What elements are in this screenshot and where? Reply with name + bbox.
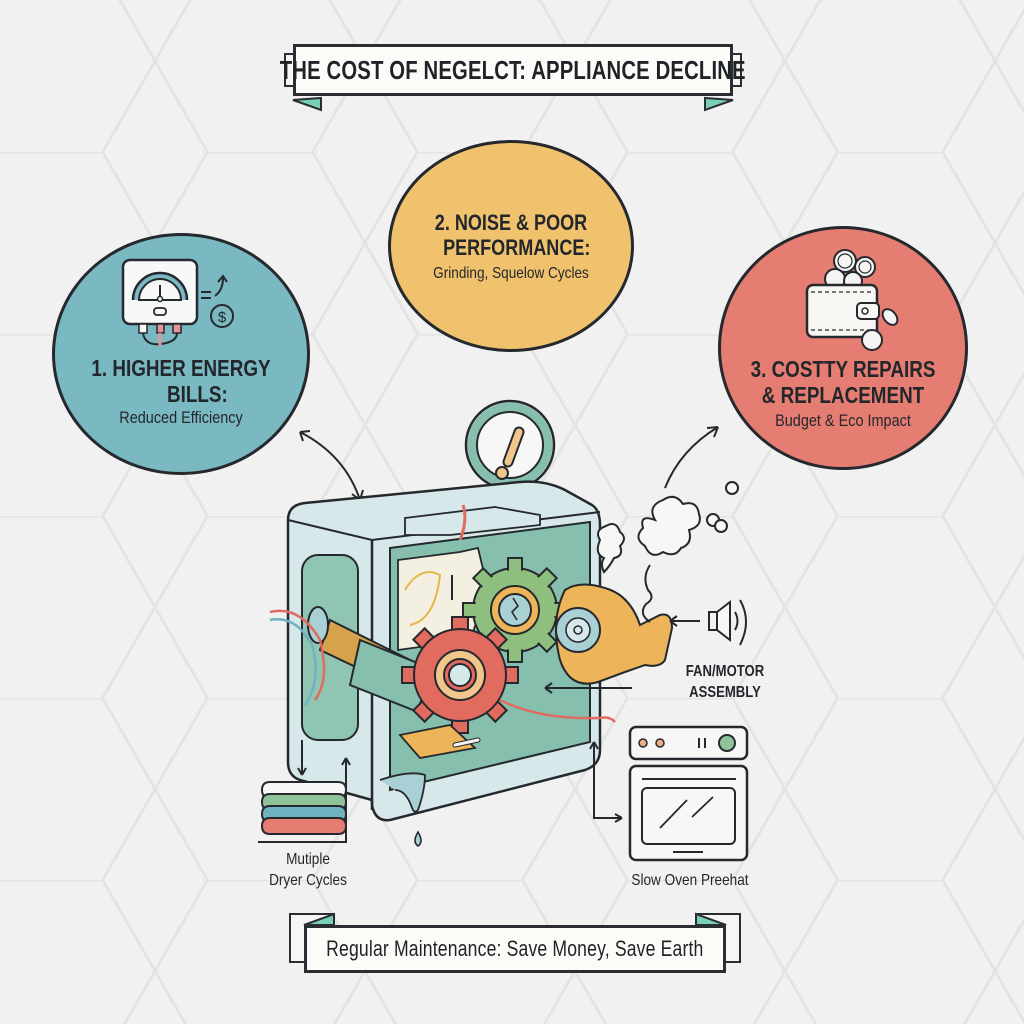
dryer-cycles-label: Mutiple Dryer Cycles <box>260 850 355 892</box>
exclamation-warning-icon <box>464 399 556 491</box>
point-1-subtitle: Reduced Efficiency <box>119 408 243 427</box>
point-3-costly-repairs: 3. COSTTY REPAIRS & REPLACEMENT Budget &… <box>718 226 968 470</box>
point-3-subtitle: Budget & Eco Impact <box>775 411 911 430</box>
arrow-to-point-3 <box>664 426 719 489</box>
footer-tagline: Regular Maintenance: Save Money, Save Ea… <box>326 936 704 961</box>
point-3-title-line1: 3. COSTTY REPAIRS <box>750 356 936 382</box>
oven-preheat-label: Slow Oven Preehat <box>631 872 749 889</box>
point-2-title-line1: 2. NOISE & POOR <box>434 210 588 235</box>
oven-connector-lines <box>589 741 623 823</box>
title-banner: THE COST OF NEGELCT: APPLIANCE DECLINE <box>280 44 746 96</box>
oven-icon <box>628 725 749 862</box>
smoke-puff-icon <box>596 481 739 623</box>
dryer-label-line2: Dryer Cycles <box>269 871 347 889</box>
page-title: THE COST OF NEGELCT: APPLIANCE DECLINE <box>279 54 747 85</box>
energy-meter-icon: $ <box>121 258 234 346</box>
dryer-connector-lines <box>258 740 351 843</box>
fan-motor-label-line2: ASSEMBLY <box>689 683 761 701</box>
point-1-title: 1. HIGHER ENERGY BILLS: <box>86 355 276 408</box>
point-1-title-line2: BILLS: <box>167 380 228 407</box>
arrow-to-point-1 <box>299 430 364 501</box>
speaker-sound-icon <box>708 599 747 646</box>
dryer-label-line1: Mutiple <box>286 851 330 868</box>
point-1-higher-energy-bills: $ 1. HIGHER ENERGY BILLS: Reduced Effici… <box>52 233 310 475</box>
point-3-title: 3. COSTTY REPAIRS & REPLACEMENT <box>750 356 937 409</box>
point-2-subtitle: Grinding, Squelow Cycles <box>433 265 589 282</box>
wallet-coins-icon <box>805 249 899 351</box>
point-2-title-line2: PERFORMANCE: <box>443 234 591 260</box>
point-2-title: 2. NOISE & POOR PERFORMANCE: <box>418 210 605 260</box>
svg-text:$: $ <box>218 309 227 326</box>
footer-banner: Regular Maintenance: Save Money, Save Ea… <box>304 925 726 973</box>
point-3-title-line2: & REPLACEMENT <box>761 381 925 408</box>
fan-motor-label-line1: FAN/MOTOR <box>685 663 765 680</box>
fan-motor-label: FAN/MOTOR ASSEMBLY <box>684 662 766 704</box>
point-1-title-line1: 1. HIGHER ENERGY <box>91 355 271 381</box>
arrow-to-motor <box>544 615 700 694</box>
point-2-noise-poor-performance: 2. NOISE & POOR PERFORMANCE: Grinding, S… <box>388 140 634 352</box>
broken-appliance-cutaway <box>269 480 674 847</box>
stacked-laundry-icon <box>260 781 348 835</box>
fan-motor <box>555 583 674 685</box>
